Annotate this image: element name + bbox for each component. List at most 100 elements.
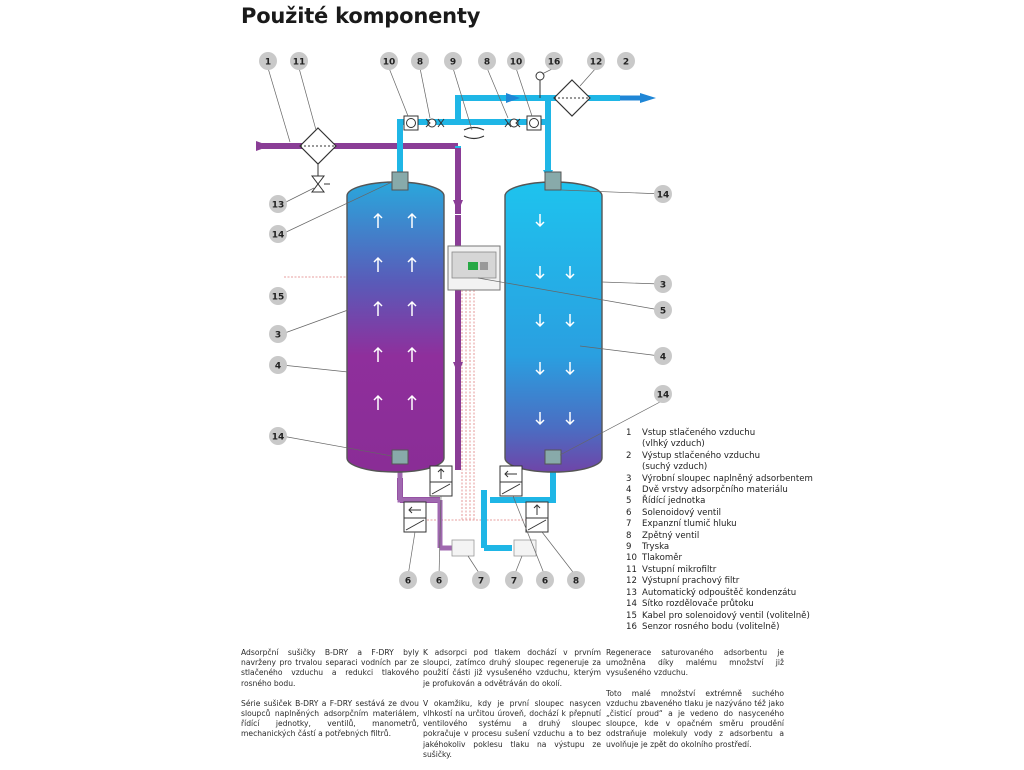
callout-badge [654,301,672,319]
callout-number: 2 [623,58,629,68]
legend-number: 2 [626,450,632,461]
right-column [504,171,603,473]
legend-text: Vstupní mikrofiltr [642,564,717,575]
leader-lines [267,67,664,577]
callout-badge [654,347,672,365]
legend-number: 12 [626,576,637,587]
callout-badge [399,571,417,589]
callout-badge [567,571,585,589]
callout-badge [587,52,605,70]
paragraph: Adsorpční sušičky B-DRY a F-DRY byly nav… [241,648,419,688]
legend-item: (suchý vzduch) [626,462,813,473]
callout-number: 14 [272,433,285,443]
callout-number: 8 [484,58,490,68]
legend-number: 3 [626,473,632,484]
legend-text: Zpětný ventil [642,530,700,541]
solenoid-cable [284,276,540,521]
page-title: Použité komponenty [241,4,481,28]
legend-item: 5 Řídící jednotka [626,496,813,507]
callout-badge [472,571,490,589]
legend-number: 15 [626,610,637,621]
nozzle-icon [463,126,485,140]
legend-text: Senzor rosného bodu (volitelně) [642,621,780,632]
left-column [346,171,445,473]
legend-text: Tryska [642,542,670,553]
callout-number: 10 [383,58,396,68]
legend-text: Výstup stlačeného vzduchu [642,450,761,461]
legend-item: 2 Výstup stlačeného vzduchu [626,451,813,462]
callout-badge [269,225,287,243]
legend-number [626,462,642,473]
callout-number: 8 [417,58,423,68]
legend-number: 8 [626,530,632,541]
callout-number: 16 [548,58,561,68]
callout-badge [505,571,523,589]
outlet-arrow [640,93,656,103]
callout-badge [269,356,287,374]
legend-text: Automatický odpouštěč kondenzátu [642,587,797,598]
callout-badge [536,571,554,589]
callout-number: 10 [510,58,523,68]
flow-arrow-down [453,362,463,374]
legend-item: 15 Kabel pro solenoidový ventil (voliteln… [626,611,813,622]
callout-badge [545,52,563,70]
paragraph: Toto malé množství extrémně suchého vzdu… [606,688,784,749]
paragraph: V okamžiku, kdy je první sloupec nasycen… [423,698,601,759]
callout-number: 5 [660,307,666,317]
legend-text: Expanzní tlumič hluku [642,519,737,530]
legend-number: 1 [626,428,632,438]
inlet-filter-icon [299,127,337,176]
solenoid-valve-icon [403,465,549,533]
legend-text: Solenoidový ventil [642,507,722,518]
dew-point-sensor-icon [535,71,545,98]
legend-text: (vlhký vzduch) [642,439,705,450]
callout-number: 14 [657,391,670,401]
legend-text: Vstup stlačeného vzduchu [642,428,756,438]
callout-badge [654,385,672,403]
callout-number: 6 [436,577,442,587]
flow-arrows-down [535,214,575,426]
legend-text: (suchý vzduch) [642,462,708,473]
callout-badge [654,275,672,293]
callout-number: 14 [272,231,285,241]
callout-number: 6 [405,577,411,587]
callout-badge [259,52,277,70]
legend-item: 16 Senzor rosného bodu (volitelně) [626,622,813,633]
legend-text: Řídící jednotka [642,496,706,507]
pressure-gauge-icon [403,115,542,131]
legend-number: 9 [626,542,632,553]
callout-number: 14 [657,191,670,201]
flow-arrow-down [453,200,463,212]
callout-badge [478,52,496,70]
callout-badge [507,52,525,70]
paragraph: K adsorpci pod tlakem dochází v prvním s… [423,648,601,688]
legend-item: 1 Vstup stlačeného vzduchu [626,428,813,439]
callout-number: 3 [275,331,281,341]
text-column-3: Regenerace saturovaného adsorbentu je um… [606,648,784,760]
legend-item: 8 Zpětný ventil [626,531,813,542]
callout-number: 3 [660,281,666,291]
legend-text: Kabel pro solenoidový ventil (volitelně) [642,610,810,621]
callout-badge [269,325,287,343]
condensate-drain-icon [311,175,330,193]
outlet-filter-icon [553,79,591,117]
legend-number: 4 [626,485,632,496]
callout-number: 7 [478,577,484,587]
flow-arrows-up [373,212,417,410]
paragraph: Regenerace saturovaného adsorbentu je um… [606,648,784,678]
callout-number: 6 [542,577,548,587]
legend-number: 5 [626,496,632,507]
legend-number: 16 [626,621,637,632]
callout-badge [654,185,672,203]
text-column-2: K adsorpci pod tlakem dochází v prvním s… [423,648,601,770]
legend-number: 7 [626,519,632,530]
callout-badge [269,287,287,305]
